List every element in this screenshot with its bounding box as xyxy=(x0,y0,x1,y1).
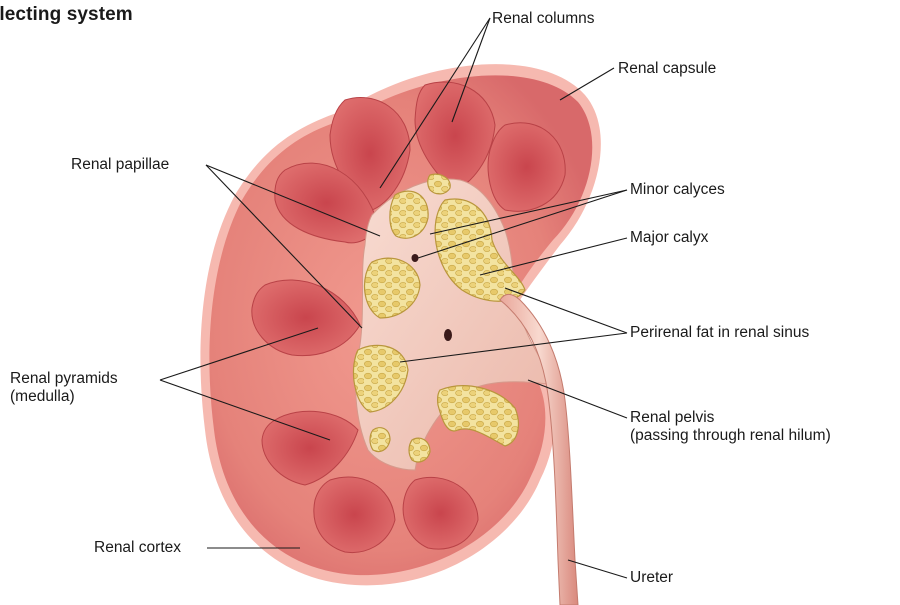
label-minor-calyces: Minor calyces xyxy=(630,181,725,199)
label-renal-capsule: Renal capsule xyxy=(618,60,716,78)
label-renal-pyramids-line2: (medulla) xyxy=(10,388,118,406)
fat-bottom-1 xyxy=(370,428,390,452)
label-renal-pelvis: Renal pelvis (passing through renal hilu… xyxy=(630,409,831,445)
label-renal-papillae: Renal papillae xyxy=(71,156,169,174)
label-perirenal-fat: Perirenal fat in renal sinus xyxy=(630,324,809,342)
diagram-title: llecting system xyxy=(0,4,133,26)
label-renal-pelvis-line2: (passing through renal hilum) xyxy=(630,427,831,445)
label-renal-columns: Renal columns xyxy=(492,10,595,28)
label-renal-cortex: Renal cortex xyxy=(94,539,181,557)
vessel-opening-2 xyxy=(444,329,452,341)
label-renal-pelvis-line1: Renal pelvis xyxy=(630,409,831,427)
label-renal-pyramids: Renal pyramids (medulla) xyxy=(10,370,118,406)
label-major-calyx: Major calyx xyxy=(630,229,708,247)
leader-ureter xyxy=(568,560,627,578)
label-ureter: Ureter xyxy=(630,569,673,587)
label-renal-pyramids-line1: Renal pyramids xyxy=(10,370,118,388)
vessel-opening-1 xyxy=(412,254,419,262)
fat-bottom-2 xyxy=(409,438,430,462)
